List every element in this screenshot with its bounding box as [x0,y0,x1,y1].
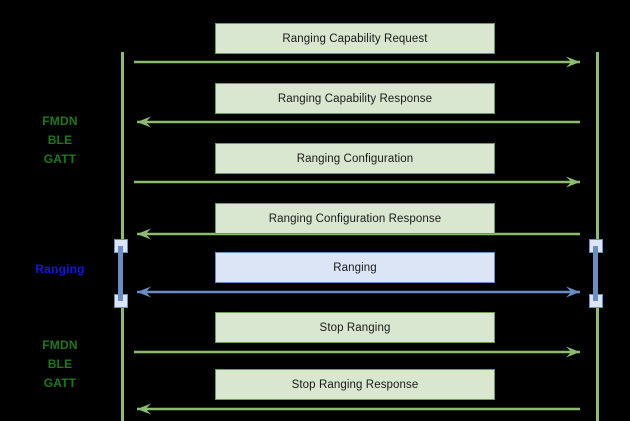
phase-label-2: Ranging [35,262,85,276]
left-lifeline-lower [121,295,124,421]
message-box-ranging-capability-response[interactable]: Ranging Capability Response [215,83,495,114]
message-label-ranging: Ranging [333,261,377,274]
message-label-ranging-capability-response: Ranging Capability Response [277,92,433,105]
right-lifeline-lower [596,295,599,421]
left-activation-bar [118,246,123,301]
message-box-stop-ranging-response[interactable]: Stop Ranging Response [215,369,495,400]
message-label-ranging-configuration-response: Ranging Configuration Response [268,212,442,225]
message-box-ranging[interactable]: Ranging [215,252,495,283]
left-lifeline-upper [121,52,124,241]
right-activation-bar [593,246,598,301]
message-label-ranging-configuration: Ranging Configuration [296,152,414,165]
message-box-ranging-configuration-response[interactable]: Ranging Configuration Response [215,203,495,234]
message-arrow-stop-ranging-response [137,403,580,415]
message-arrow-stop-ranging [134,346,580,358]
phase-label-1: FMDN BLE GATT [42,114,78,166]
message-box-stop-ranging[interactable]: Stop Ranging [215,312,495,343]
message-arrow-ranging-capability-response [137,116,580,128]
message-arrow-ranging-configuration [134,176,580,188]
message-box-ranging-configuration[interactable]: Ranging Configuration [215,143,495,174]
message-arrow-ranging-capability-request [134,56,580,68]
message-label-stop-ranging-response: Stop Ranging Response [291,378,419,391]
message-box-ranging-capability-request[interactable]: Ranging Capability Request [215,23,495,54]
message-label-ranging-capability-request: Ranging Capability Request [282,32,428,45]
right-lifeline-upper [596,52,599,241]
message-label-stop-ranging: Stop Ranging [319,321,391,334]
phase-label-3: FMDN BLE GATT [42,338,78,390]
message-arrow-ranging [137,286,580,298]
